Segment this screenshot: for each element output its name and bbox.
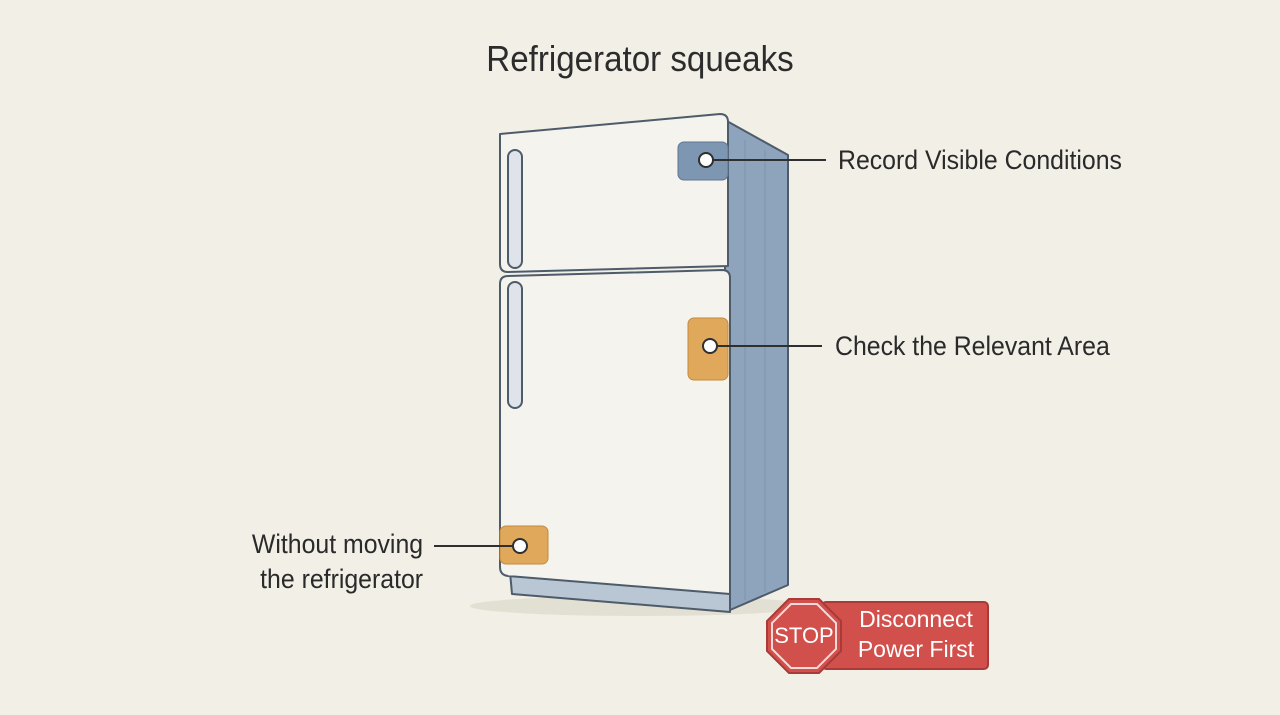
check-relevant-area-label: Check the Relevant Area [835,331,1110,361]
without-moving-line-2: the refrigerator [260,564,423,594]
fridge-door [499,269,731,595]
record-dot [698,152,714,168]
check-dot [702,338,718,354]
warning-line-2: Power First [857,636,975,662]
stop-sign-text: STOP [774,623,834,648]
without-moving-label: Without moving the refrigerator [252,527,423,597]
freezer-door [499,113,729,273]
fridge-handle [507,281,523,409]
warning-line-1: Disconnect [859,606,973,632]
record-visible-conditions-label: Record Visible Conditions [838,145,1122,175]
without-moving-line-1: Without moving [251,529,423,559]
stop-sign-icon [766,598,842,674]
without-dot [512,538,528,554]
fridge-side-panel [724,119,789,611]
freezer-handle [507,149,523,269]
diagram-title: Refrigerator squeaks [486,38,794,79]
stop-sign-inner-border [771,603,837,669]
disconnect-power-text: Disconnect Power First [846,604,986,664]
